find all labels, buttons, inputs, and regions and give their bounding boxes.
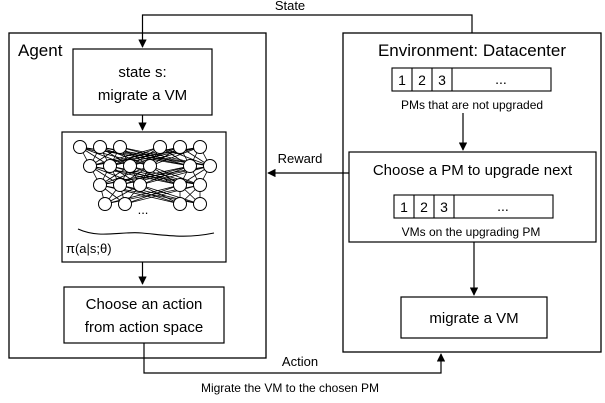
network-edge bbox=[99, 184, 181, 205]
network-edge bbox=[89, 146, 161, 167]
network-node bbox=[193, 178, 207, 192]
network-edge bbox=[139, 165, 211, 186]
network-node bbox=[83, 159, 97, 173]
network-node bbox=[153, 140, 167, 154]
pm-cell-2: 2 bbox=[418, 72, 426, 88]
choose-pm-title: Choose a PM to upgrade next bbox=[373, 162, 573, 179]
network-edge bbox=[139, 184, 201, 205]
network-edge bbox=[119, 184, 181, 205]
state-arrow: State bbox=[138, 0, 473, 48]
network-ellipsis-lower: ... bbox=[138, 202, 149, 217]
network-node bbox=[118, 197, 132, 211]
vm-cell-1: 1 bbox=[400, 199, 408, 215]
action-box-line1: Choose an action bbox=[86, 296, 203, 313]
vm-cell-3: 3 bbox=[440, 199, 448, 215]
network-brace bbox=[77, 228, 215, 237]
network-ellipsis-upper: ... bbox=[165, 169, 176, 184]
pm-cell-ellipsis: ... bbox=[495, 71, 507, 87]
network-node bbox=[183, 159, 197, 173]
action-label: Action bbox=[282, 354, 318, 369]
action-box-line2: from action space bbox=[85, 319, 203, 336]
migrate-box: migrate a VM bbox=[400, 296, 548, 339]
network-node bbox=[123, 159, 137, 173]
state-box-line1: state s: bbox=[118, 64, 166, 81]
reward-arrow: Reward bbox=[267, 151, 349, 178]
network-edge bbox=[129, 146, 201, 167]
network-edge bbox=[104, 184, 181, 205]
state-label: State bbox=[275, 0, 305, 13]
network-node bbox=[73, 140, 87, 154]
network-edge bbox=[139, 184, 181, 205]
action-arrow: Action Migrate the VM to the chosen PM bbox=[143, 343, 446, 395]
network-node bbox=[173, 178, 187, 192]
pm-list-caption: PMs that are not upgraded bbox=[401, 98, 543, 112]
network-node bbox=[113, 178, 127, 192]
policy-label: π(a|s;θ) bbox=[66, 241, 112, 256]
network-node bbox=[193, 197, 207, 211]
network-node bbox=[193, 140, 207, 154]
network-edge bbox=[149, 146, 201, 167]
state-box: state s: migrate a VM bbox=[72, 48, 213, 116]
environment-title: Environment: Datacenter bbox=[378, 41, 566, 60]
network-node bbox=[133, 178, 147, 192]
agent-title: Agent bbox=[18, 41, 63, 60]
pm-cell-1: 1 bbox=[398, 72, 406, 88]
network-node bbox=[98, 197, 112, 211]
network-node bbox=[173, 140, 187, 154]
policy-network-box: ... ... π(a|s;θ) bbox=[61, 131, 227, 263]
network-node bbox=[143, 159, 157, 173]
network-node bbox=[113, 140, 127, 154]
action-caption: Migrate the VM to the chosen PM bbox=[201, 381, 379, 395]
pm-list: 1 2 3 ... PMs that are not upgraded bbox=[391, 67, 552, 112]
vm-cell-ellipsis: ... bbox=[497, 198, 509, 214]
network-node bbox=[93, 140, 107, 154]
network-node bbox=[93, 178, 107, 192]
migrate-box-label: migrate a VM bbox=[429, 310, 518, 327]
vm-list-caption: VMs on the upgrading PM bbox=[402, 225, 541, 239]
action-box: Choose an action from action space bbox=[63, 286, 225, 344]
vm-cell-2: 2 bbox=[420, 199, 428, 215]
pm-cell-3: 3 bbox=[438, 72, 446, 88]
network-node bbox=[203, 159, 217, 173]
network-edge bbox=[124, 184, 201, 205]
network-edge bbox=[99, 165, 151, 186]
network-node bbox=[103, 159, 117, 173]
network-node bbox=[173, 197, 187, 211]
reward-label: Reward bbox=[278, 151, 323, 166]
choose-pm-box: Choose a PM to upgrade next 1 2 3 ... VM… bbox=[348, 151, 597, 243]
state-box-line2: migrate a VM bbox=[98, 87, 187, 104]
network-nodes bbox=[73, 140, 217, 211]
